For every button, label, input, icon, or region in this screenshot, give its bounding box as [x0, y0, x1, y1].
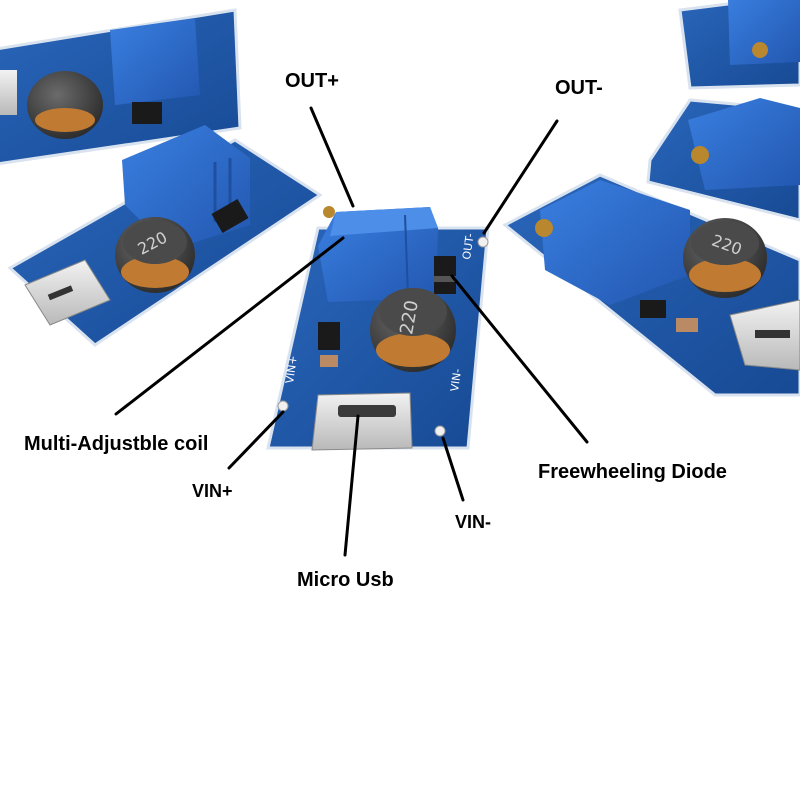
callout-coil: Multi-Adjustble coil [24, 433, 209, 455]
micro-usb-port [0, 70, 17, 115]
callout-micro-usb: Micro Usb [297, 569, 394, 591]
board-right-upper [646, 98, 800, 222]
callout-line-vin-minus [441, 436, 465, 502]
potentiometer [688, 98, 800, 190]
callout-line-out-plus [309, 106, 355, 208]
callout-out-minus: OUT- [555, 77, 603, 99]
inductor: 220 [370, 288, 456, 372]
diode [434, 256, 456, 294]
diode [211, 198, 249, 234]
silkscreen-vin-plus: VIN+ [283, 355, 300, 385]
callout-line-micro-usb [343, 414, 360, 557]
callout-line-coil [114, 236, 345, 416]
callout-vin-plus: VIN+ [192, 481, 233, 501]
board-top-right [678, 0, 800, 90]
callout-lines [114, 106, 589, 557]
callout-diode: Freewheeling Diode [538, 461, 727, 483]
potentiometer [540, 180, 690, 305]
callout-out-plus: OUT+ [285, 70, 339, 92]
vin-minus-pad [434, 425, 446, 437]
callout-line-diode [450, 274, 589, 444]
board-left-middle: 220 [7, 125, 323, 347]
micro-usb-port [311, 392, 413, 451]
callout-vin-minus: VIN- [455, 512, 491, 532]
diode [132, 102, 162, 124]
board-right-middle: 220 [502, 173, 800, 397]
potentiometer [110, 18, 200, 105]
board-center: 220 VIN+ VIN- OUT- [266, 206, 490, 451]
chip [640, 300, 666, 318]
vin-plus-pad [277, 400, 289, 412]
out-minus-pad [477, 236, 489, 248]
callout-line-out-minus [482, 119, 559, 235]
chip [318, 322, 340, 350]
inductor: 220 [115, 217, 195, 293]
board-top-left [0, 8, 242, 166]
callout-line-vin-plus [227, 410, 285, 470]
silkscreen-vin-minus: VIN- [448, 368, 464, 393]
silkscreen-out-minus: OUT- [460, 232, 477, 260]
potentiometer [728, 0, 800, 65]
inductor: 220 [683, 218, 767, 298]
